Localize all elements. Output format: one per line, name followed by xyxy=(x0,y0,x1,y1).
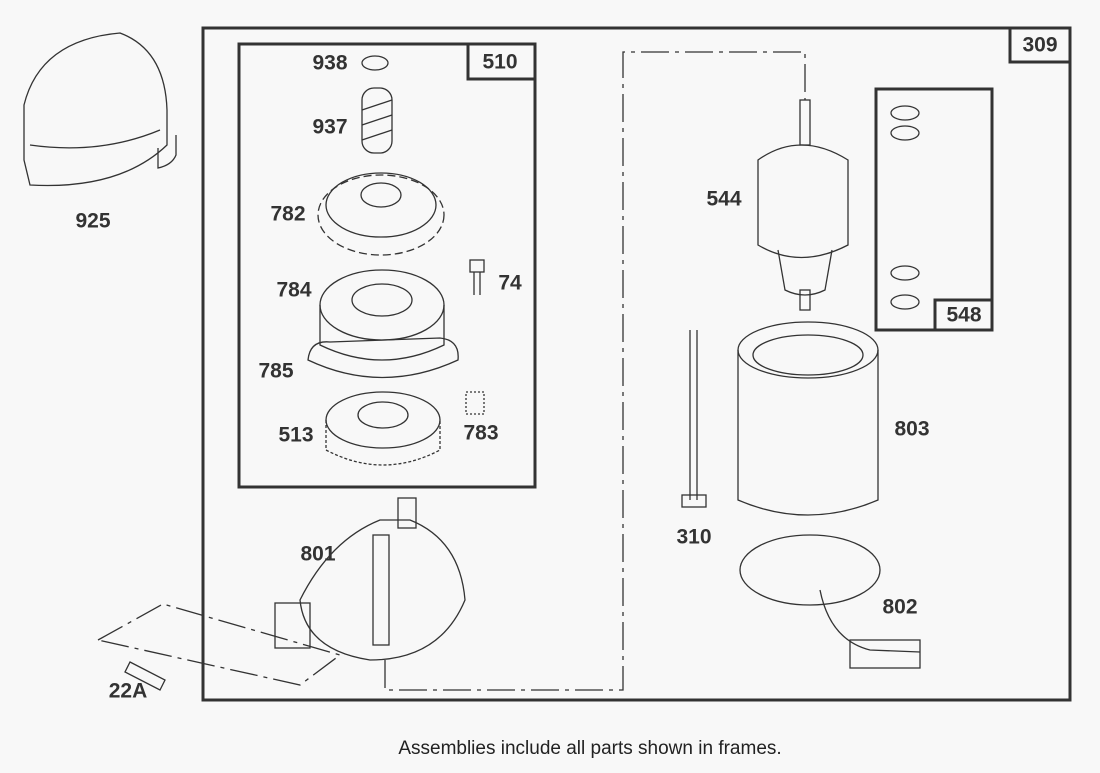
part-938-ring xyxy=(361,55,389,71)
frame-label-548: 548 xyxy=(946,304,981,327)
part-22A-bolt xyxy=(124,661,166,691)
frame-label-510: 510 xyxy=(482,51,517,74)
part-937-worm xyxy=(361,87,393,154)
frame-label-309: 309 xyxy=(1022,34,1057,57)
part-label-544: 544 xyxy=(706,188,741,211)
caption: Assemblies include all parts shown in fr… xyxy=(398,738,781,759)
part-784-housing xyxy=(319,269,445,361)
part-label-513: 513 xyxy=(278,424,313,447)
part-label-310: 310 xyxy=(676,526,711,549)
part-782-gear xyxy=(317,172,445,256)
part-label-937: 937 xyxy=(312,116,347,139)
part-label-802: 802 xyxy=(882,596,917,619)
part-label-782: 782 xyxy=(270,203,305,226)
part-label-803: 803 xyxy=(894,418,929,441)
part-801-end-cap xyxy=(274,497,466,661)
part-544-armature xyxy=(757,99,849,311)
part-label-925: 925 xyxy=(75,210,110,233)
part-802-brush-plate xyxy=(739,534,921,669)
part-label-22A: 22A xyxy=(109,680,148,703)
part-783-pinion xyxy=(465,391,485,415)
connector-line-22A xyxy=(96,603,342,686)
part-74-screw xyxy=(469,259,485,295)
part-513-ring-gear xyxy=(325,391,441,466)
part-785-gasket xyxy=(307,337,459,379)
part-310-bolt xyxy=(681,330,707,508)
frame-510: 510 xyxy=(237,42,537,489)
connector-line xyxy=(384,51,806,691)
part-548-washers xyxy=(890,105,920,310)
frame-309: 309 xyxy=(201,26,1072,702)
part-label-938: 938 xyxy=(312,52,347,75)
frame-548: 548 xyxy=(874,87,994,332)
part-label-784: 784 xyxy=(276,279,311,302)
part-label-74: 74 xyxy=(498,272,522,295)
part-label-783: 783 xyxy=(463,422,498,445)
part-label-785: 785 xyxy=(258,360,293,383)
part-label-801: 801 xyxy=(300,543,335,566)
part-925-cover xyxy=(23,32,177,187)
part-803-frame xyxy=(737,321,879,516)
